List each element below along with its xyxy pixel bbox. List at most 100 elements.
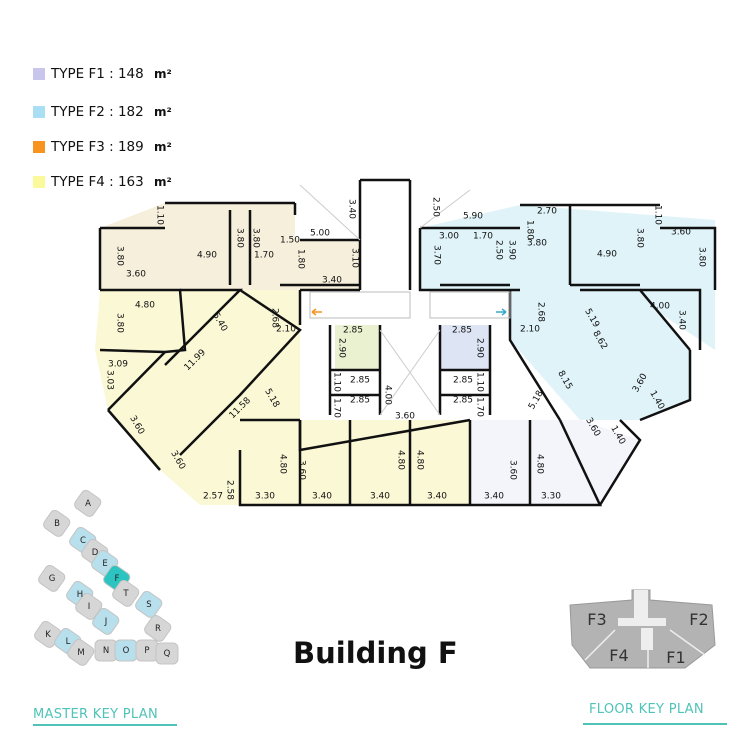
legend-unit: m²	[154, 175, 172, 189]
legend-swatch	[33, 176, 45, 188]
dimension-label: 3.40	[322, 276, 342, 286]
dimension-label: 3.90	[507, 240, 517, 260]
dimension-label: 1.70	[473, 232, 493, 242]
divider	[584, 629, 616, 661]
legend-label: TYPE F2 : 182	[51, 104, 144, 120]
building-label: D	[92, 548, 99, 558]
wall	[660, 226, 717, 290]
dimension-label: 4.00	[383, 385, 393, 405]
dimension-label: 5.90	[463, 212, 483, 222]
building-label: O	[123, 646, 130, 656]
building-block	[135, 590, 163, 618]
dimension-label: 1.10	[475, 372, 485, 392]
building-block	[92, 607, 120, 635]
zone-f4-south	[240, 420, 470, 505]
dimension-label: 2.50	[494, 240, 504, 260]
dimension-label: 3.60	[126, 270, 146, 280]
dimension-label: 1.70	[332, 398, 342, 418]
dimension-label: 3.60	[671, 228, 691, 238]
dimension-label: 3.40	[370, 492, 390, 502]
dimension-label: 2.58	[225, 480, 235, 500]
building-label: C	[80, 536, 86, 546]
building-block	[155, 642, 179, 665]
building-block	[74, 489, 102, 517]
dimension-label: 4.90	[597, 250, 617, 260]
legend-item-f1: TYPE F1 : 148 m²	[33, 66, 172, 82]
legend-label: TYPE F3 : 189	[51, 139, 144, 155]
dimension-label: 2.85	[350, 376, 370, 386]
dimension-label: 3.80	[115, 246, 125, 266]
legend-label: TYPE F4 : 163	[51, 174, 144, 190]
wall	[639, 350, 692, 422]
dimension-label: 2.68	[536, 302, 546, 322]
entry-arrow-icon	[311, 308, 322, 316]
dimension-label: 4.80	[278, 454, 288, 474]
core-shape	[634, 590, 648, 618]
dimension-label: 3.30	[541, 492, 561, 502]
building-label: J	[104, 617, 108, 627]
dimension-label: 2.70	[537, 207, 557, 217]
building-label: K	[45, 630, 51, 640]
building-label: T	[122, 589, 129, 599]
core-shape	[641, 628, 653, 650]
dimension-label: 2.57	[203, 492, 223, 502]
floor-unit-label: F4	[609, 646, 628, 665]
dimension-label: 2.90	[337, 338, 347, 358]
building-label: A	[85, 499, 91, 509]
corridor-outline	[309, 291, 411, 319]
dimension-label: 1.10	[155, 205, 165, 225]
zone-f2	[420, 205, 715, 350]
legend-item-f3: TYPE F3 : 189 m²	[33, 139, 172, 155]
dimension-label: 3.30	[255, 492, 275, 502]
wall	[418, 228, 520, 292]
building-label: B	[54, 519, 60, 529]
dimension-label: 3.03	[105, 370, 115, 390]
building-label: P	[144, 646, 149, 656]
building-label: E	[102, 559, 107, 569]
wall	[99, 348, 166, 354]
dimension-label: 1.10	[332, 372, 342, 392]
dimension-label: 3.09	[108, 360, 128, 370]
building-label: Q	[164, 649, 171, 659]
dimension-label: 4.80	[415, 450, 425, 470]
legend-swatch	[33, 68, 45, 80]
building-label: S	[146, 600, 151, 610]
building-label: M	[77, 648, 84, 658]
building-label: G	[49, 574, 56, 584]
dimension-label: 3.40	[427, 492, 447, 502]
dimension-label: 3.80	[235, 228, 245, 248]
dimension-label: 1.80	[525, 220, 535, 240]
wall	[238, 450, 500, 507]
dimension-label: 3.80	[115, 313, 125, 333]
legend-unit: m²	[154, 105, 172, 119]
dimension-label: 4.80	[135, 301, 155, 311]
wall	[580, 288, 691, 351]
corridor-outline	[429, 291, 511, 319]
dimension-label: 3.60	[395, 412, 415, 422]
building-block	[75, 592, 103, 620]
building-label: L	[66, 637, 71, 647]
dimension-label: 2.50	[431, 197, 441, 217]
legend-unit: m²	[154, 67, 172, 81]
wall	[100, 288, 187, 354]
building-block	[43, 509, 71, 537]
dimension-label: 4.90	[197, 251, 217, 261]
building-block	[67, 638, 95, 666]
entry-arrow-icon	[496, 308, 507, 316]
legend-swatch	[33, 106, 45, 118]
wall	[107, 409, 161, 471]
building-block	[38, 564, 66, 592]
void-diagonal	[379, 329, 441, 416]
dimension-label: 3.80	[635, 228, 645, 248]
dimension-label: 1.80	[296, 249, 306, 269]
dimension-label: 3.00	[439, 232, 459, 242]
building-label: I	[88, 602, 91, 612]
dimension-label: 2.85	[350, 396, 370, 406]
dimension-label: 3.70	[432, 245, 442, 265]
dimension-label: 4.00	[650, 302, 670, 312]
zone-core-right	[440, 325, 490, 370]
wall	[598, 419, 642, 506]
master-key-plan-underline	[33, 724, 177, 726]
